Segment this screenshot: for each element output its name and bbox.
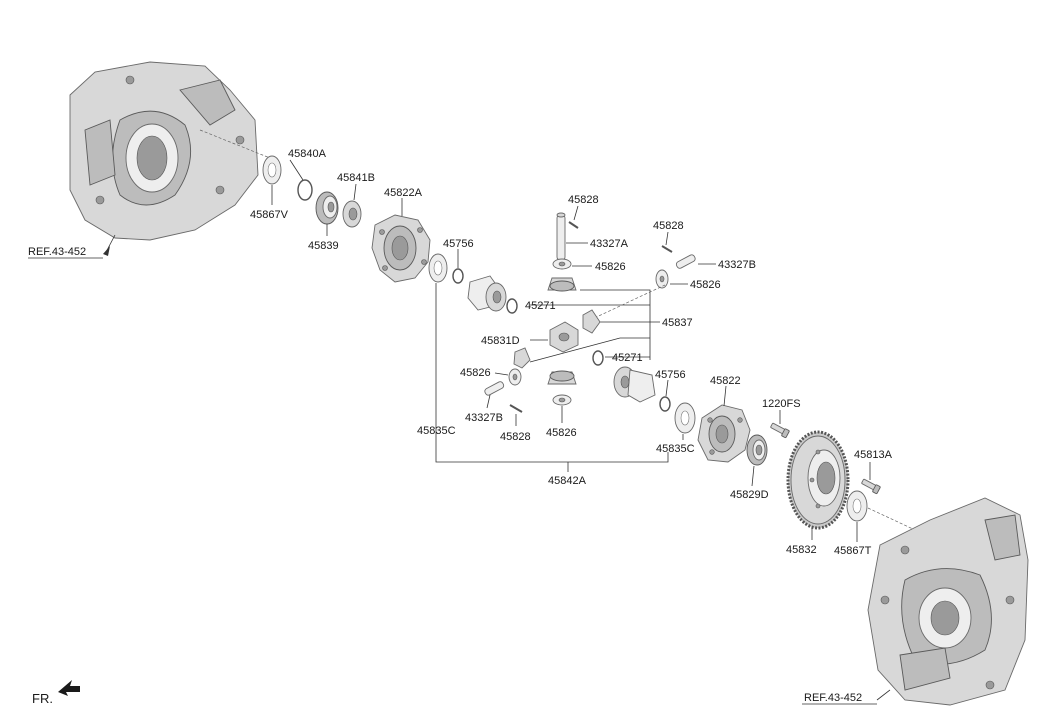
part-45822-diff-case-right bbox=[697, 404, 751, 463]
part-43327B-shaft-right bbox=[675, 254, 696, 269]
part-45756-ring-right bbox=[659, 396, 671, 412]
part-45271-side-gear-right bbox=[613, 366, 656, 403]
label-45271-lower: 45271 bbox=[612, 352, 643, 364]
part-45828-pin-top bbox=[568, 221, 579, 229]
label-43327A: 43327A bbox=[590, 238, 629, 250]
pinion-gear-top bbox=[547, 277, 577, 292]
label-45826-bottom: 45826 bbox=[546, 427, 577, 439]
label-45867V: 45867V bbox=[250, 209, 289, 221]
label-45828-bottom: 45828 bbox=[500, 431, 531, 443]
label-45756-right: 45756 bbox=[655, 369, 686, 381]
label-45835C-left: 45835C bbox=[417, 425, 456, 437]
part-45831D-spacer bbox=[549, 321, 579, 353]
label-45826-left: 45826 bbox=[460, 367, 491, 379]
label-45831D: 45831D bbox=[481, 335, 520, 347]
label-43327B-left: 43327B bbox=[465, 412, 503, 424]
part-45828-pin-bottom bbox=[509, 404, 523, 413]
label-45828-top: 45828 bbox=[568, 194, 599, 206]
part-45835C-shim-left bbox=[428, 253, 448, 283]
label-45822: 45822 bbox=[710, 375, 741, 387]
label-45841B: 45841B bbox=[337, 172, 375, 184]
part-45835C-shim-right bbox=[674, 402, 696, 434]
ref-label-bottom: REF.43-452 bbox=[804, 692, 862, 704]
part-45867V-shim bbox=[262, 155, 282, 185]
part-45826-washer-right-hole bbox=[659, 275, 665, 283]
part-45841B-seal bbox=[342, 200, 362, 228]
front-label: FR. bbox=[32, 691, 53, 706]
label-45839: 45839 bbox=[308, 240, 339, 252]
label-45813A: 45813A bbox=[854, 449, 893, 461]
label-45822A: 45822A bbox=[384, 187, 423, 199]
front-direction-indicator: FR. bbox=[32, 680, 80, 706]
label-45756-left: 45756 bbox=[443, 238, 474, 250]
part-45813A-bolt bbox=[861, 478, 881, 495]
part-45822A-diff-case bbox=[371, 214, 431, 283]
part-45826-washer-bottom-hole bbox=[558, 397, 566, 403]
part-45826-washer-top-hole bbox=[558, 261, 566, 267]
part-45826-washer-left-hole bbox=[512, 373, 518, 381]
transaxle-case-left bbox=[69, 61, 259, 241]
label-45826-top: 45826 bbox=[595, 261, 626, 273]
ref-label-top: REF.43-452 bbox=[28, 246, 86, 258]
pinion-gear-left bbox=[513, 347, 531, 369]
part-45867T-shim bbox=[846, 490, 868, 522]
part-45839-bearing bbox=[315, 191, 339, 225]
label-45867T: 45867T bbox=[834, 545, 872, 557]
part-45271-washer-right bbox=[592, 350, 604, 366]
label-45832: 45832 bbox=[786, 544, 817, 556]
label-45840A: 45840A bbox=[288, 148, 327, 160]
label-45842A: 45842A bbox=[548, 475, 587, 487]
part-45829D-bearing bbox=[746, 434, 768, 466]
label-45835C-right: 45835C bbox=[656, 443, 695, 455]
transaxle-case-right bbox=[867, 497, 1029, 706]
part-43327A-pinion-shaft bbox=[556, 212, 566, 261]
label-45829D: 45829D bbox=[730, 489, 769, 501]
part-45828-pin-right bbox=[661, 245, 673, 253]
label-45826-right: 45826 bbox=[690, 279, 721, 291]
label-45837: 45837 bbox=[662, 317, 693, 329]
label-1220FS: 1220FS bbox=[762, 398, 801, 410]
label-45271-upper: 45271 bbox=[525, 300, 556, 312]
label-45828-right: 45828 bbox=[653, 220, 684, 232]
pinion-gear-bottom bbox=[547, 370, 577, 385]
part-45840A-snap-ring bbox=[297, 179, 313, 201]
part-45837-pinion-right bbox=[582, 309, 601, 334]
part-1220FS-bolt bbox=[770, 422, 790, 439]
part-45271-side-gear-left bbox=[467, 275, 507, 312]
front-arrow-icon bbox=[58, 680, 80, 696]
part-45756-ring-left bbox=[452, 268, 464, 284]
part-45271-washer-left bbox=[506, 298, 518, 314]
label-43327B-right: 43327B bbox=[718, 259, 756, 271]
part-43327B-shaft-left bbox=[484, 381, 505, 396]
part-45832-ring-gear bbox=[786, 430, 850, 530]
